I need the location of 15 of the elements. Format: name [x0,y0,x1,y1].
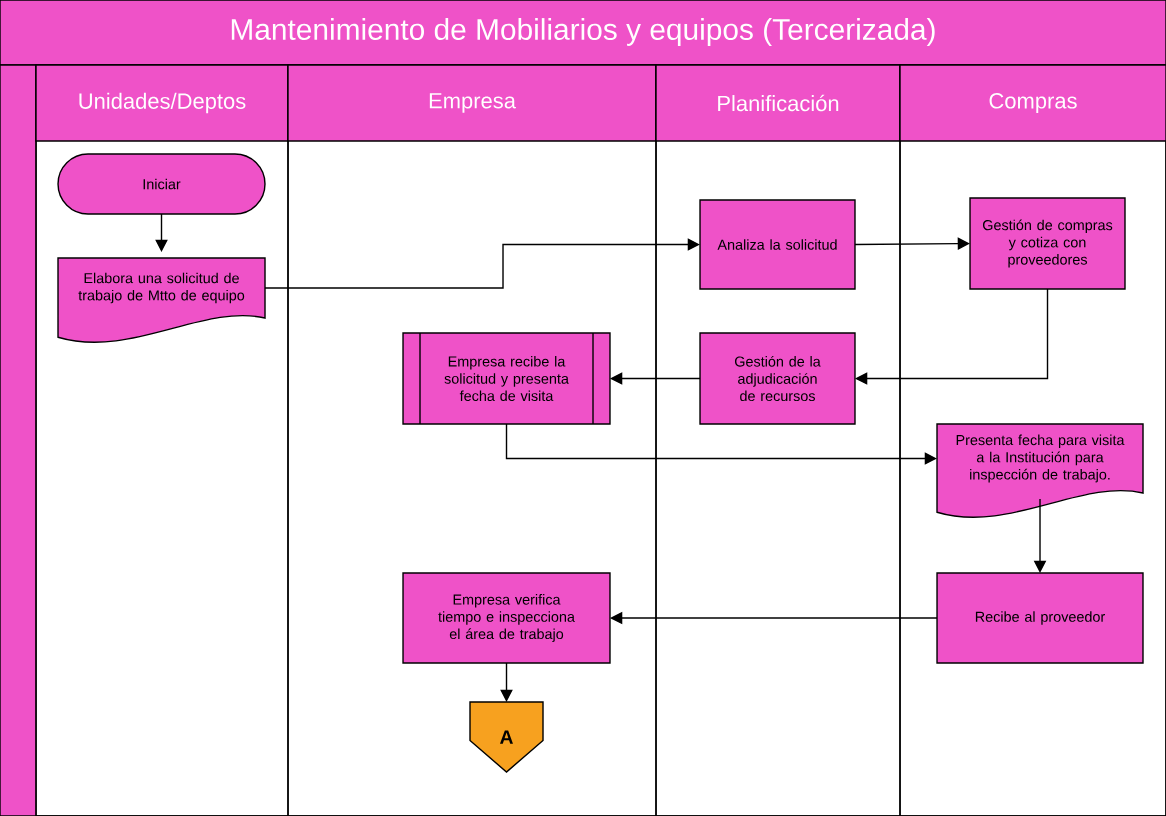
process-box: Gestión de la adjudicación de recursos [699,332,856,425]
arrow [505,423,937,465]
process-box: Recibe al proveedor [936,572,1144,664]
process-box: Analiza la solicitud [699,199,856,290]
start-terminator: Iniciar [57,153,266,215]
arrow [610,372,701,385]
arrow [155,213,168,252]
arrow [854,237,970,250]
process-box: Gestión de compras y cotiza con proveedores [969,197,1126,290]
arrow [500,662,513,702]
arrow [855,288,1049,385]
process-box: Empresa verifica tiempo e inspecciona el área de trabajo [402,572,611,664]
arrow [264,238,700,289]
off-page-connector: A [469,701,544,773]
predefined-process-box: Empresa recibe la solicitud y presenta fecha de visita [402,332,611,425]
